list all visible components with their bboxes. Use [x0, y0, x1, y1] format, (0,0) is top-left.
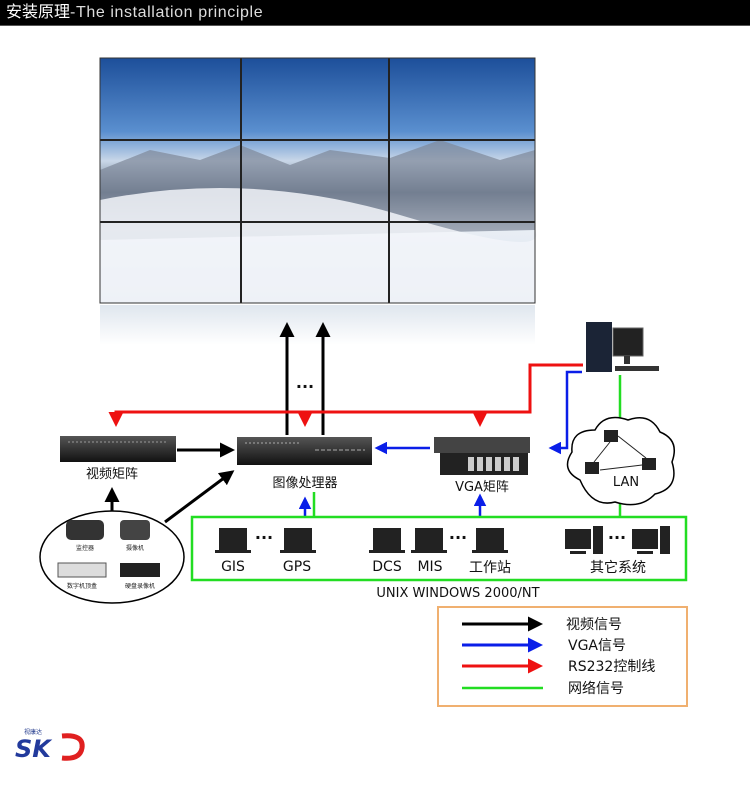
- source-label: 硬盘录像机: [125, 582, 155, 590]
- logo-sk: SK: [15, 735, 53, 763]
- lan-label: LAN: [613, 475, 639, 490]
- wall-reflection: [100, 305, 535, 345]
- vga-lines: [298, 370, 582, 517]
- source-label: 数字机顶盒: [67, 582, 97, 590]
- rs232-lines: [108, 363, 583, 427]
- systems-box: ··· ··· ··· GIS GPS DCS MIS 工作站 其它系统: [190, 515, 688, 582]
- header-bar: 安装原理-The installation principle: [0, 0, 750, 26]
- system-label-mis: MIS: [417, 559, 442, 575]
- lan-cloud: LAN: [566, 416, 675, 506]
- system-label-dcs: DCS: [372, 559, 402, 575]
- legend-label: 视频信号: [566, 617, 622, 633]
- more-outputs-dots: ···: [296, 377, 314, 396]
- set-top-box-icon: [57, 562, 107, 578]
- legend-label: RS232控制线: [568, 659, 655, 675]
- title-cn: 安装原理: [6, 2, 71, 21]
- vga-matrix-device: VGA矩阵: [434, 437, 530, 495]
- video-matrix-device: 视频矩阵: [60, 436, 176, 482]
- svg-text:···: ···: [449, 528, 467, 547]
- svg-text:···: ···: [608, 528, 626, 547]
- system-label-other: 其它系统: [590, 559, 646, 576]
- laptop-icons: [215, 528, 508, 553]
- camera-icon: [66, 520, 104, 540]
- system-label-workstation: 工作站: [469, 560, 511, 576]
- legend: 视频信号 VGA信号 RS232控制线 网络信号: [437, 606, 688, 707]
- legend-label: VGA信号: [568, 638, 626, 654]
- vga-matrix-label: VGA矩阵: [455, 480, 509, 495]
- sources-to-processor-arrow: [164, 470, 235, 524]
- source-label: 摄像机: [126, 544, 144, 552]
- control-pc-icon: [586, 322, 659, 372]
- source-devices-group: 监控器 摄像机 数字机顶盒 硬盘录像机: [39, 510, 185, 604]
- title-en: -The installation principle: [70, 4, 264, 21]
- image-processor-label: 图像处理器: [272, 476, 337, 491]
- skd-logo: 视康达 SK: [15, 728, 85, 763]
- logo-brand-cn: 视康达: [24, 728, 42, 736]
- video-matrix-label: 视频矩阵: [86, 467, 138, 482]
- svg-text:···: ···: [255, 528, 273, 547]
- page-title: 安装原理-The installation principle: [6, 2, 263, 23]
- system-label-gps: GPS: [283, 559, 311, 575]
- system-label-gis: GIS: [221, 559, 245, 575]
- os-label: UNIX WINDOWS 2000/NT: [376, 586, 539, 601]
- camcorder-icon: [120, 520, 150, 540]
- dvr-icon: [120, 563, 160, 577]
- image-processor-device: 图像处理器: [237, 437, 372, 491]
- video-wall: [99, 57, 537, 345]
- desktop-icons: [565, 526, 670, 554]
- logo-d-mark: [61, 733, 85, 761]
- legend-label: 网络信号: [568, 681, 624, 697]
- source-label: 监控器: [76, 544, 94, 552]
